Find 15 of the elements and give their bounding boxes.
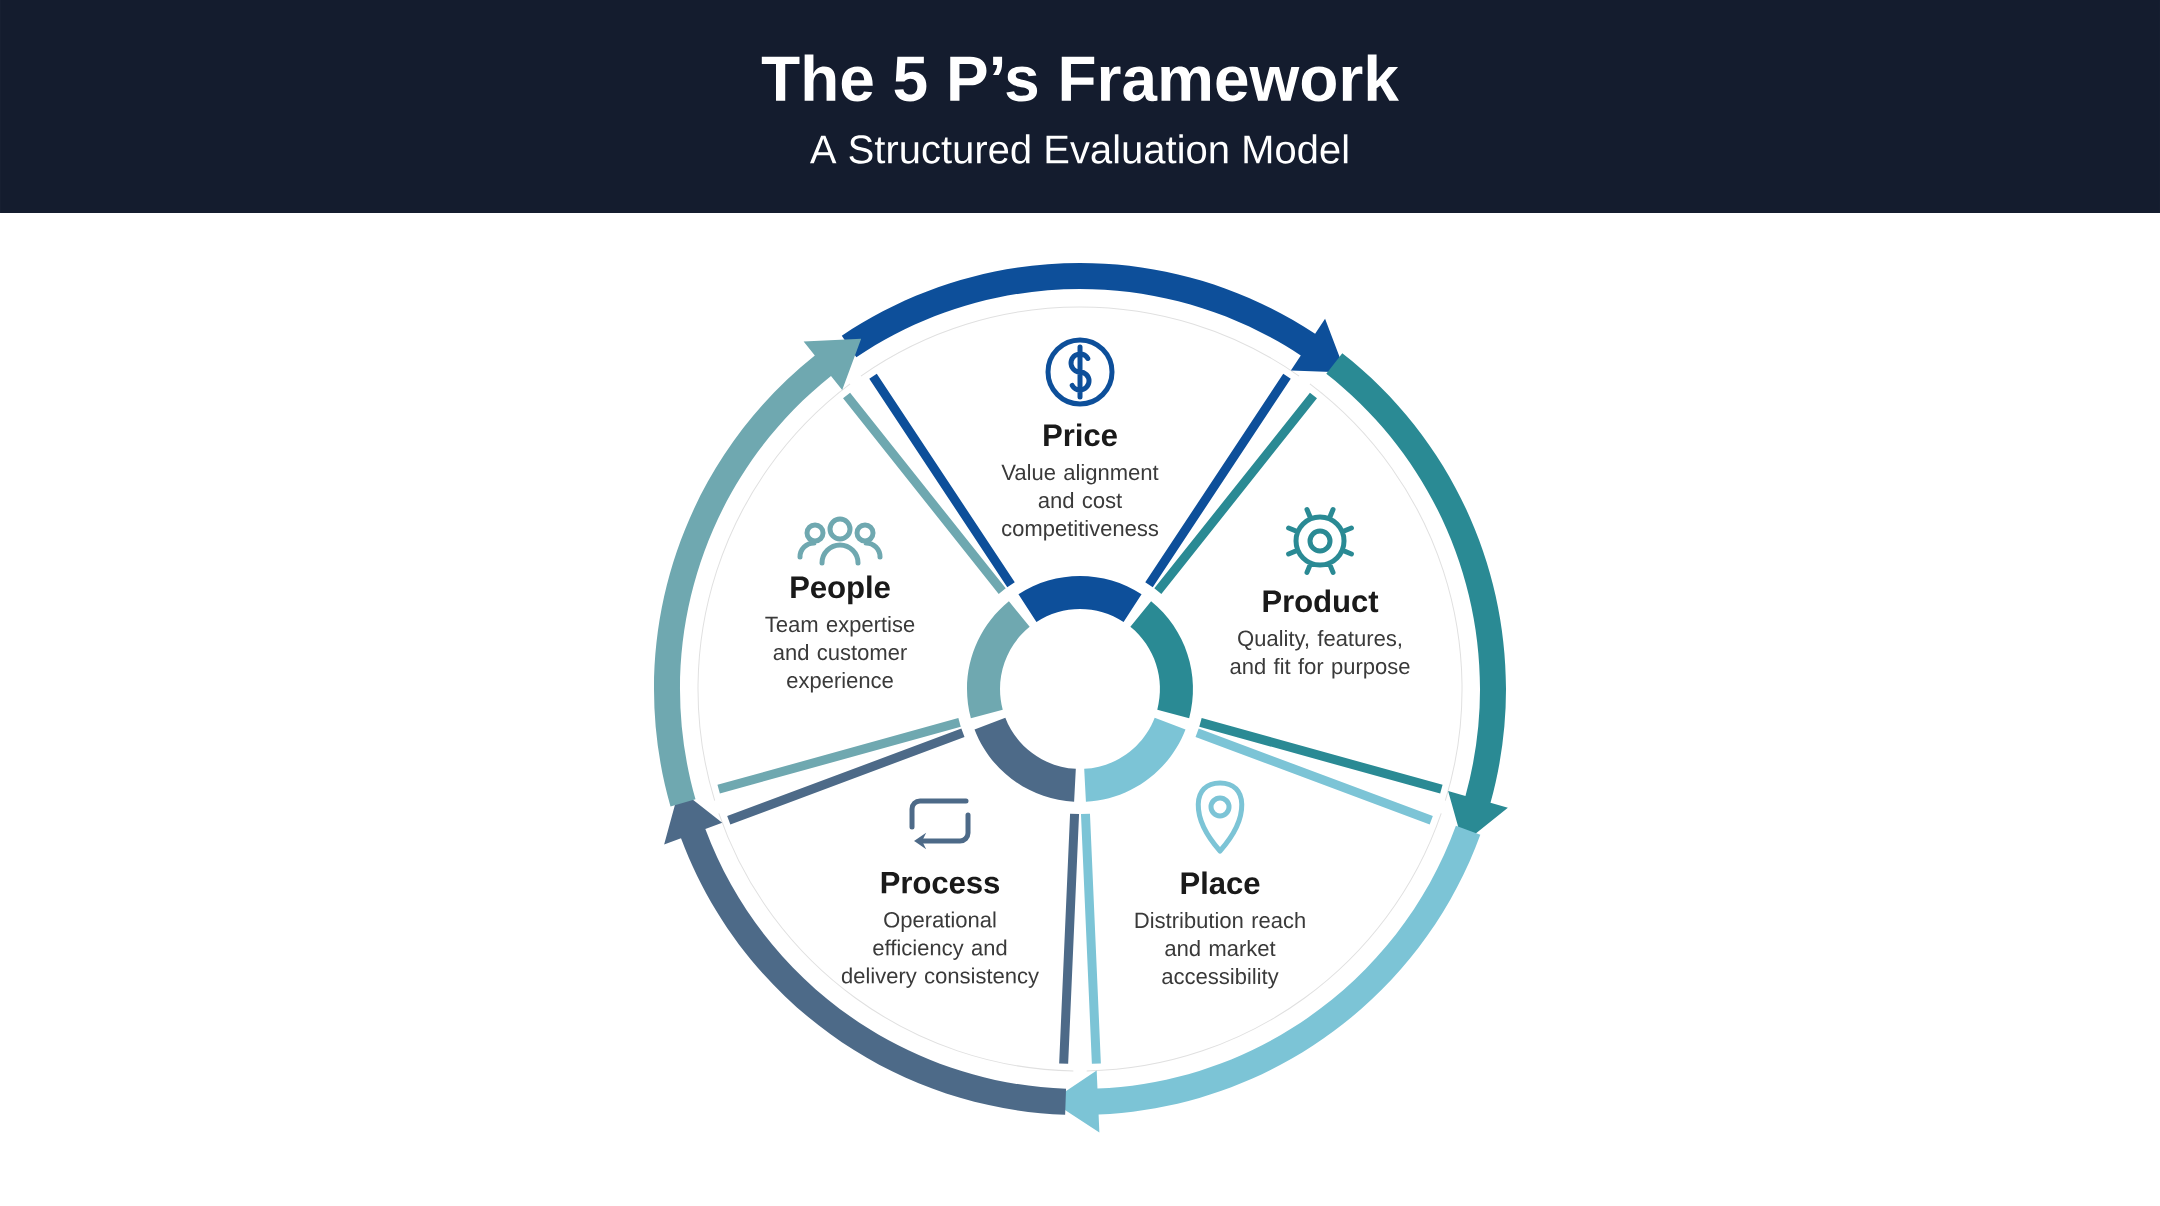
node-label: Value alignment and cost competitiveness [1001,463,1159,541]
node-label: Quality, features, and fit for purpose [1230,629,1410,679]
node-label: Product [1263,589,1379,613]
cycle-arrow [654,338,862,807]
node-label: People [791,575,890,605]
node-label: Team expertise and customer experience [765,615,915,693]
node-label: Process [881,872,1000,894]
segment: Process Operational efficiency and delivery consistency [701,717,1080,1089]
subtitle: A Structured Evaluation Model [809,134,1348,164]
node-label: Place [1181,871,1260,895]
node-label: Distribution reach and market accessibility [1135,911,1305,989]
title: The 5 P’s Framework [761,54,1399,102]
node-label: Price [1044,423,1117,447]
node-label: Operational efficiency and delivery consistency [841,911,1039,988]
segment: Place Distribution reach and market accessibility [1080,717,1459,1089]
